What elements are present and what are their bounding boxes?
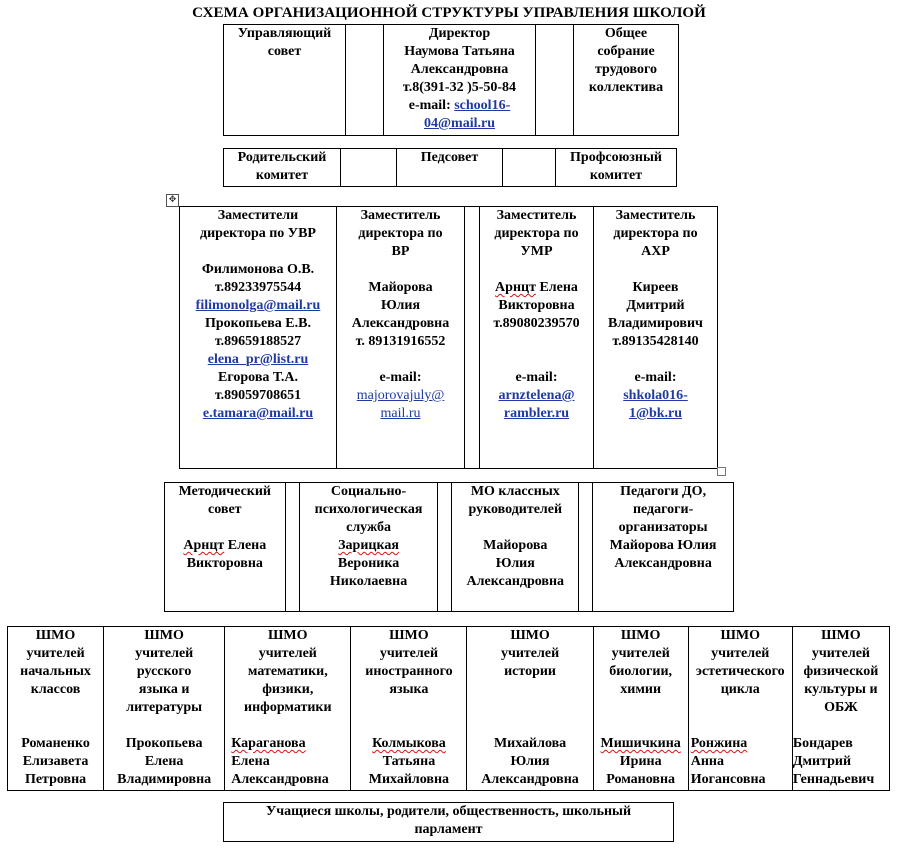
table-move-icon[interactable]: ✥ [166, 194, 179, 207]
shmo-cell: ШМО учителей биологии, химии Мишичкина И… [592, 626, 689, 791]
email-link[interactable]: majorovajuly@ [356, 388, 445, 403]
spacer-cell [502, 148, 556, 187]
email-link[interactable]: mail.ru [380, 406, 421, 421]
method-council-cell: Методический совет Арнцт Елена Викторовн… [164, 482, 286, 612]
spacer-cell [578, 482, 594, 612]
director-email-link[interactable]: school16- [454, 98, 511, 113]
union-committee-cell: Профсоюзный комитет [555, 148, 677, 187]
email-link[interactable]: 1@bk.ru [628, 406, 683, 421]
shmo-cell: ШМО учителей начальных классов Романенко… [6, 626, 105, 791]
page-title: СХЕМА ОРГАНИЗАЦИОННОЙ СТРУКТУРЫ УПРАВЛЕН… [192, 5, 706, 21]
deputy-uvr-cell: Заместители директора по УВР Филимонова … [179, 206, 337, 469]
spacer-cell [535, 24, 574, 136]
shmo-cell: ШМО учителей математики, физики, информа… [224, 626, 352, 791]
pedsovet-cell: Педсовет [396, 148, 503, 187]
director-email-link-2[interactable]: 04@mail.ru [424, 116, 495, 131]
director-role: Директор [428, 26, 491, 41]
shmo-cell: ШМО учителей эстетического цикла Ронжина… [687, 626, 793, 791]
parents-committee-cell: Родительский комитет [223, 148, 341, 187]
pedagogues-cell: Педагоги ДО, педагоги- организаторы Майо… [592, 482, 734, 612]
deputies-table: Заместители директора по УВР Филимонова … [179, 206, 718, 469]
spacer-cell [437, 482, 453, 612]
email-link[interactable]: filimonolga@mail.ru [195, 298, 321, 313]
deputy-umr-cell: Заместитель директора по УМР Арнцт Елена… [479, 206, 594, 469]
social-service-cell: Социально- психологическая служба Зарицк… [298, 482, 439, 612]
shmo-cell: ШМО учителей истории Михайлова Юлия Алек… [466, 626, 594, 791]
students-parents-cell: Учащиеся школы, родители, общественность… [223, 802, 674, 842]
email-link[interactable]: shkola016- [623, 388, 688, 403]
board-cell: Управляющий совет [223, 24, 346, 136]
shmo-cell: ШМО учителей иностранного языка Колмыков… [350, 626, 468, 791]
spacer-cell [345, 24, 384, 136]
email-link[interactable]: elena_pr@list.ru [207, 352, 309, 367]
director-cell: Директор Наумова Татьяна Александровна т… [383, 24, 536, 136]
text-cursor [717, 209, 718, 223]
director-phone: т.8(391-32 )5-50-84 [402, 80, 517, 95]
mo-class-teachers-cell: МО классных руководителей Майорова Юлия … [451, 482, 580, 612]
spacer-cell [340, 148, 397, 187]
top-row-table: Управляющий совет Директор Наумова Татья… [223, 24, 679, 136]
email-link[interactable]: rambler.ru [503, 406, 570, 421]
deputy-axr-cell: Заместитель директора по АХР Киреев Дмит… [593, 206, 718, 469]
table-resize-handle[interactable] [717, 467, 726, 476]
shmo-cell: ШМО учителей русского языка и литературы… [103, 626, 226, 791]
shmo-cell: ШМО учителей физической культуры и ОБЖ Б… [791, 626, 891, 791]
spacer-cell [284, 482, 300, 612]
second-row-table: Родительский комитет Педсовет Профсоюзны… [223, 148, 677, 187]
shmo-table: ШМО учителей начальных классов Романенко… [6, 626, 891, 791]
spacer-cell [464, 206, 480, 469]
bottom-table: Учащиеся школы, родители, общественность… [223, 802, 674, 842]
email-link[interactable]: arnztelena@ [498, 388, 575, 403]
email-link[interactable]: e.tamara@mail.ru [202, 406, 314, 421]
councils-table: Методический совет Арнцт Елена Викторовн… [164, 482, 734, 612]
assembly-cell: Общее собрание трудового коллектива [573, 24, 679, 136]
deputy-vr-cell: Заместитель директора по ВР Майорова Юли… [336, 206, 465, 469]
